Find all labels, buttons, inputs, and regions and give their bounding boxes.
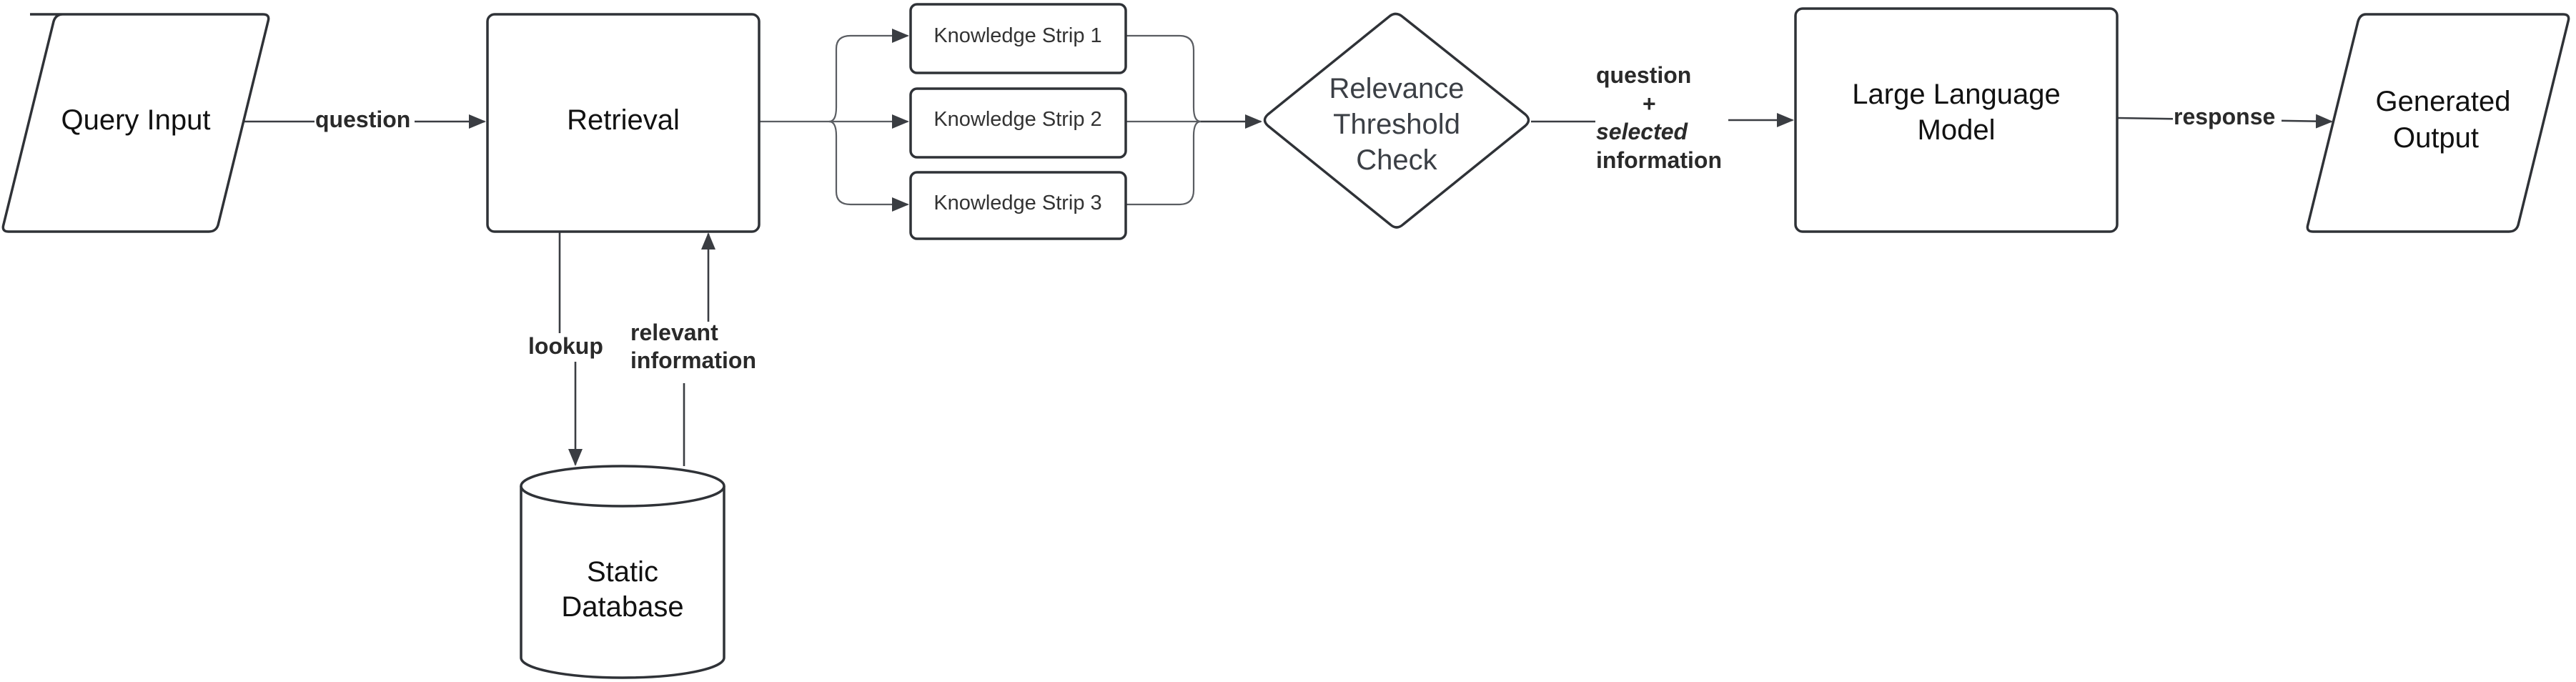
edge-strip-3-to-merge [1126,120,1202,206]
node-large-language-model: Large Language Model [1794,7,2119,233]
node-strip-2-label: Knowledge Strip 2 [933,108,1101,131]
edge-strip-1-to-merge [1126,34,1202,123]
edge-label-question-2: question [1596,62,1691,88]
edge-label-information: information [630,347,756,373]
node-knowledge-strip-2: Knowledge Strip 2 [909,87,1127,159]
node-retrieval-label: Retrieval [567,104,680,136]
node-generated-output: Generated Output [2306,13,2570,233]
edge-label-lookup: lookup [528,333,603,359]
node-query-input: Query Input [1,13,270,233]
edge-label-relevant: relevant [630,320,718,345]
edge-branch-to-strip-3 [828,120,909,212]
node-relevance-line-2: Threshold [1333,109,1460,140]
node-output-line-2: Output [2393,122,2479,154]
edge-label-information-2: information [1596,147,1722,173]
edge-label-selected: selected [1596,119,1689,144]
node-knowledge-strip-3: Knowledge Strip 3 [909,171,1127,240]
edge-label-response: response [2174,104,2275,129]
node-database-line-1: Static [587,556,658,588]
node-output-line-1: Generated [2375,86,2510,117]
edge-branch-to-strip-1 [828,29,909,123]
edge-label-plus: + [1643,91,1656,117]
node-strip-1-label: Knowledge Strip 1 [933,24,1101,47]
node-relevance-line-3: Check [1356,144,1437,176]
node-knowledge-strip-1: Knowledge Strip 1 [909,3,1127,74]
node-query-input-label: Query Input [61,104,210,136]
node-strip-3-label: Knowledge Strip 3 [933,192,1101,214]
node-llm-line-1: Large Language [1852,79,2060,110]
node-retrieval: Retrieval [486,13,761,233]
edge-label-question: question [315,107,410,132]
node-relevance-line-1: Relevance [1329,73,1464,104]
node-relevance-threshold-check: Relevance Threshold Check [1263,12,1530,229]
node-llm-line-2: Model [1918,114,1996,146]
node-database-line-2: Database [561,591,683,623]
node-static-database: Static Database [520,465,725,679]
